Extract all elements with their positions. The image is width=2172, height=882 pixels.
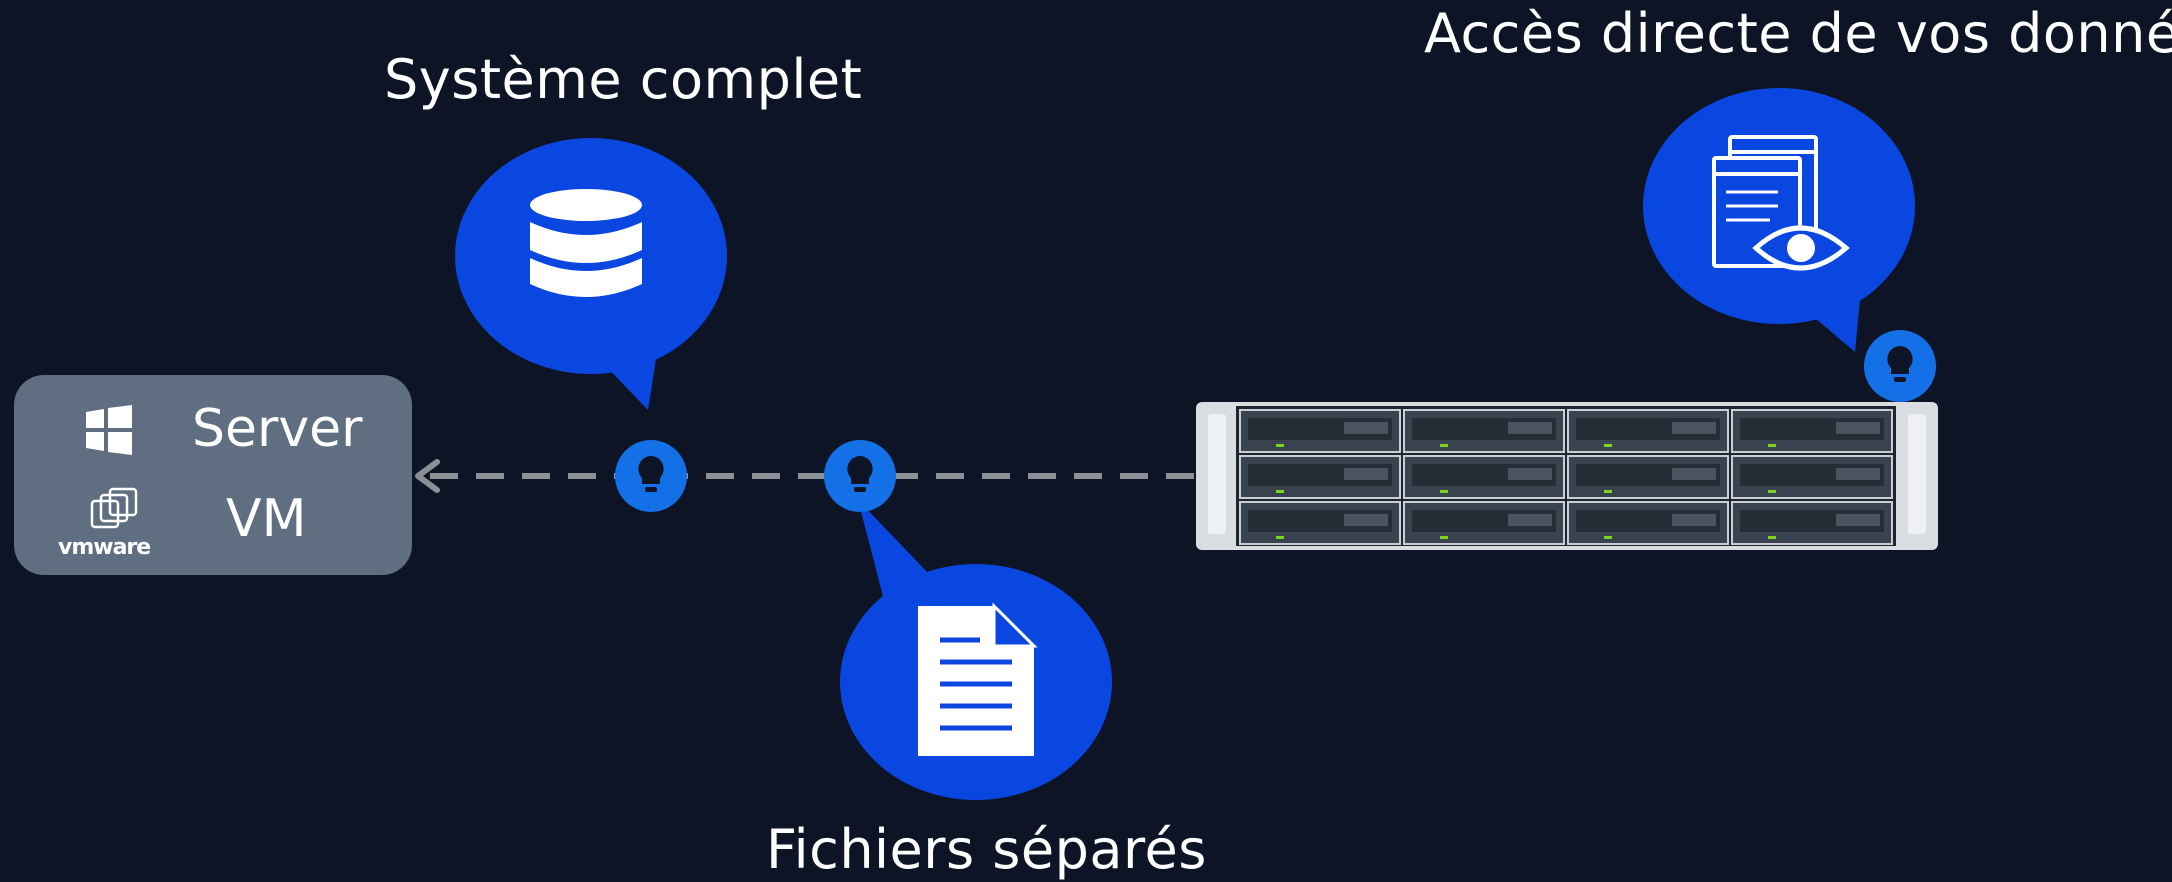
label-direct-access: Accès directe de vos données bbox=[1424, 2, 2172, 65]
nas-rack-server bbox=[1196, 402, 1938, 550]
database-icon bbox=[530, 189, 642, 297]
drive-bay bbox=[1567, 501, 1729, 545]
label-separate-files: Fichiers séparés bbox=[766, 818, 1207, 881]
drive-bay bbox=[1239, 501, 1401, 545]
lightbulb-pin-separate-files bbox=[824, 440, 896, 512]
vmware-icon bbox=[90, 487, 138, 529]
speech-bubble-separate-files bbox=[840, 500, 1112, 800]
drive-bay bbox=[1731, 501, 1893, 545]
drive-bays bbox=[1239, 409, 1893, 545]
arrow-head bbox=[415, 459, 440, 493]
drive-bay bbox=[1567, 409, 1729, 453]
drive-bay bbox=[1731, 455, 1893, 499]
drive-bay bbox=[1403, 455, 1565, 499]
server-label: Server bbox=[192, 399, 363, 459]
windows-icon bbox=[86, 405, 132, 455]
drive-bay bbox=[1403, 409, 1565, 453]
vmware-logo-text: vmware bbox=[58, 535, 151, 560]
document-icon bbox=[918, 602, 1038, 756]
drive-bay bbox=[1239, 409, 1401, 453]
drive-bay bbox=[1403, 501, 1565, 545]
label-full-system: Système complet bbox=[384, 48, 863, 111]
source-box: Server vmware VM bbox=[14, 375, 412, 575]
speech-bubble-direct-access bbox=[1643, 88, 1915, 352]
speech-bubble-full-system bbox=[455, 138, 727, 410]
drive-bay bbox=[1567, 455, 1729, 499]
lightbulb-pin-direct-access bbox=[1864, 330, 1936, 402]
vm-label: VM bbox=[226, 489, 307, 549]
drive-bay bbox=[1731, 409, 1893, 453]
drive-bay bbox=[1239, 455, 1401, 499]
browser-eye-icon bbox=[1712, 135, 1850, 271]
lightbulb-pin-full-system bbox=[615, 440, 687, 512]
